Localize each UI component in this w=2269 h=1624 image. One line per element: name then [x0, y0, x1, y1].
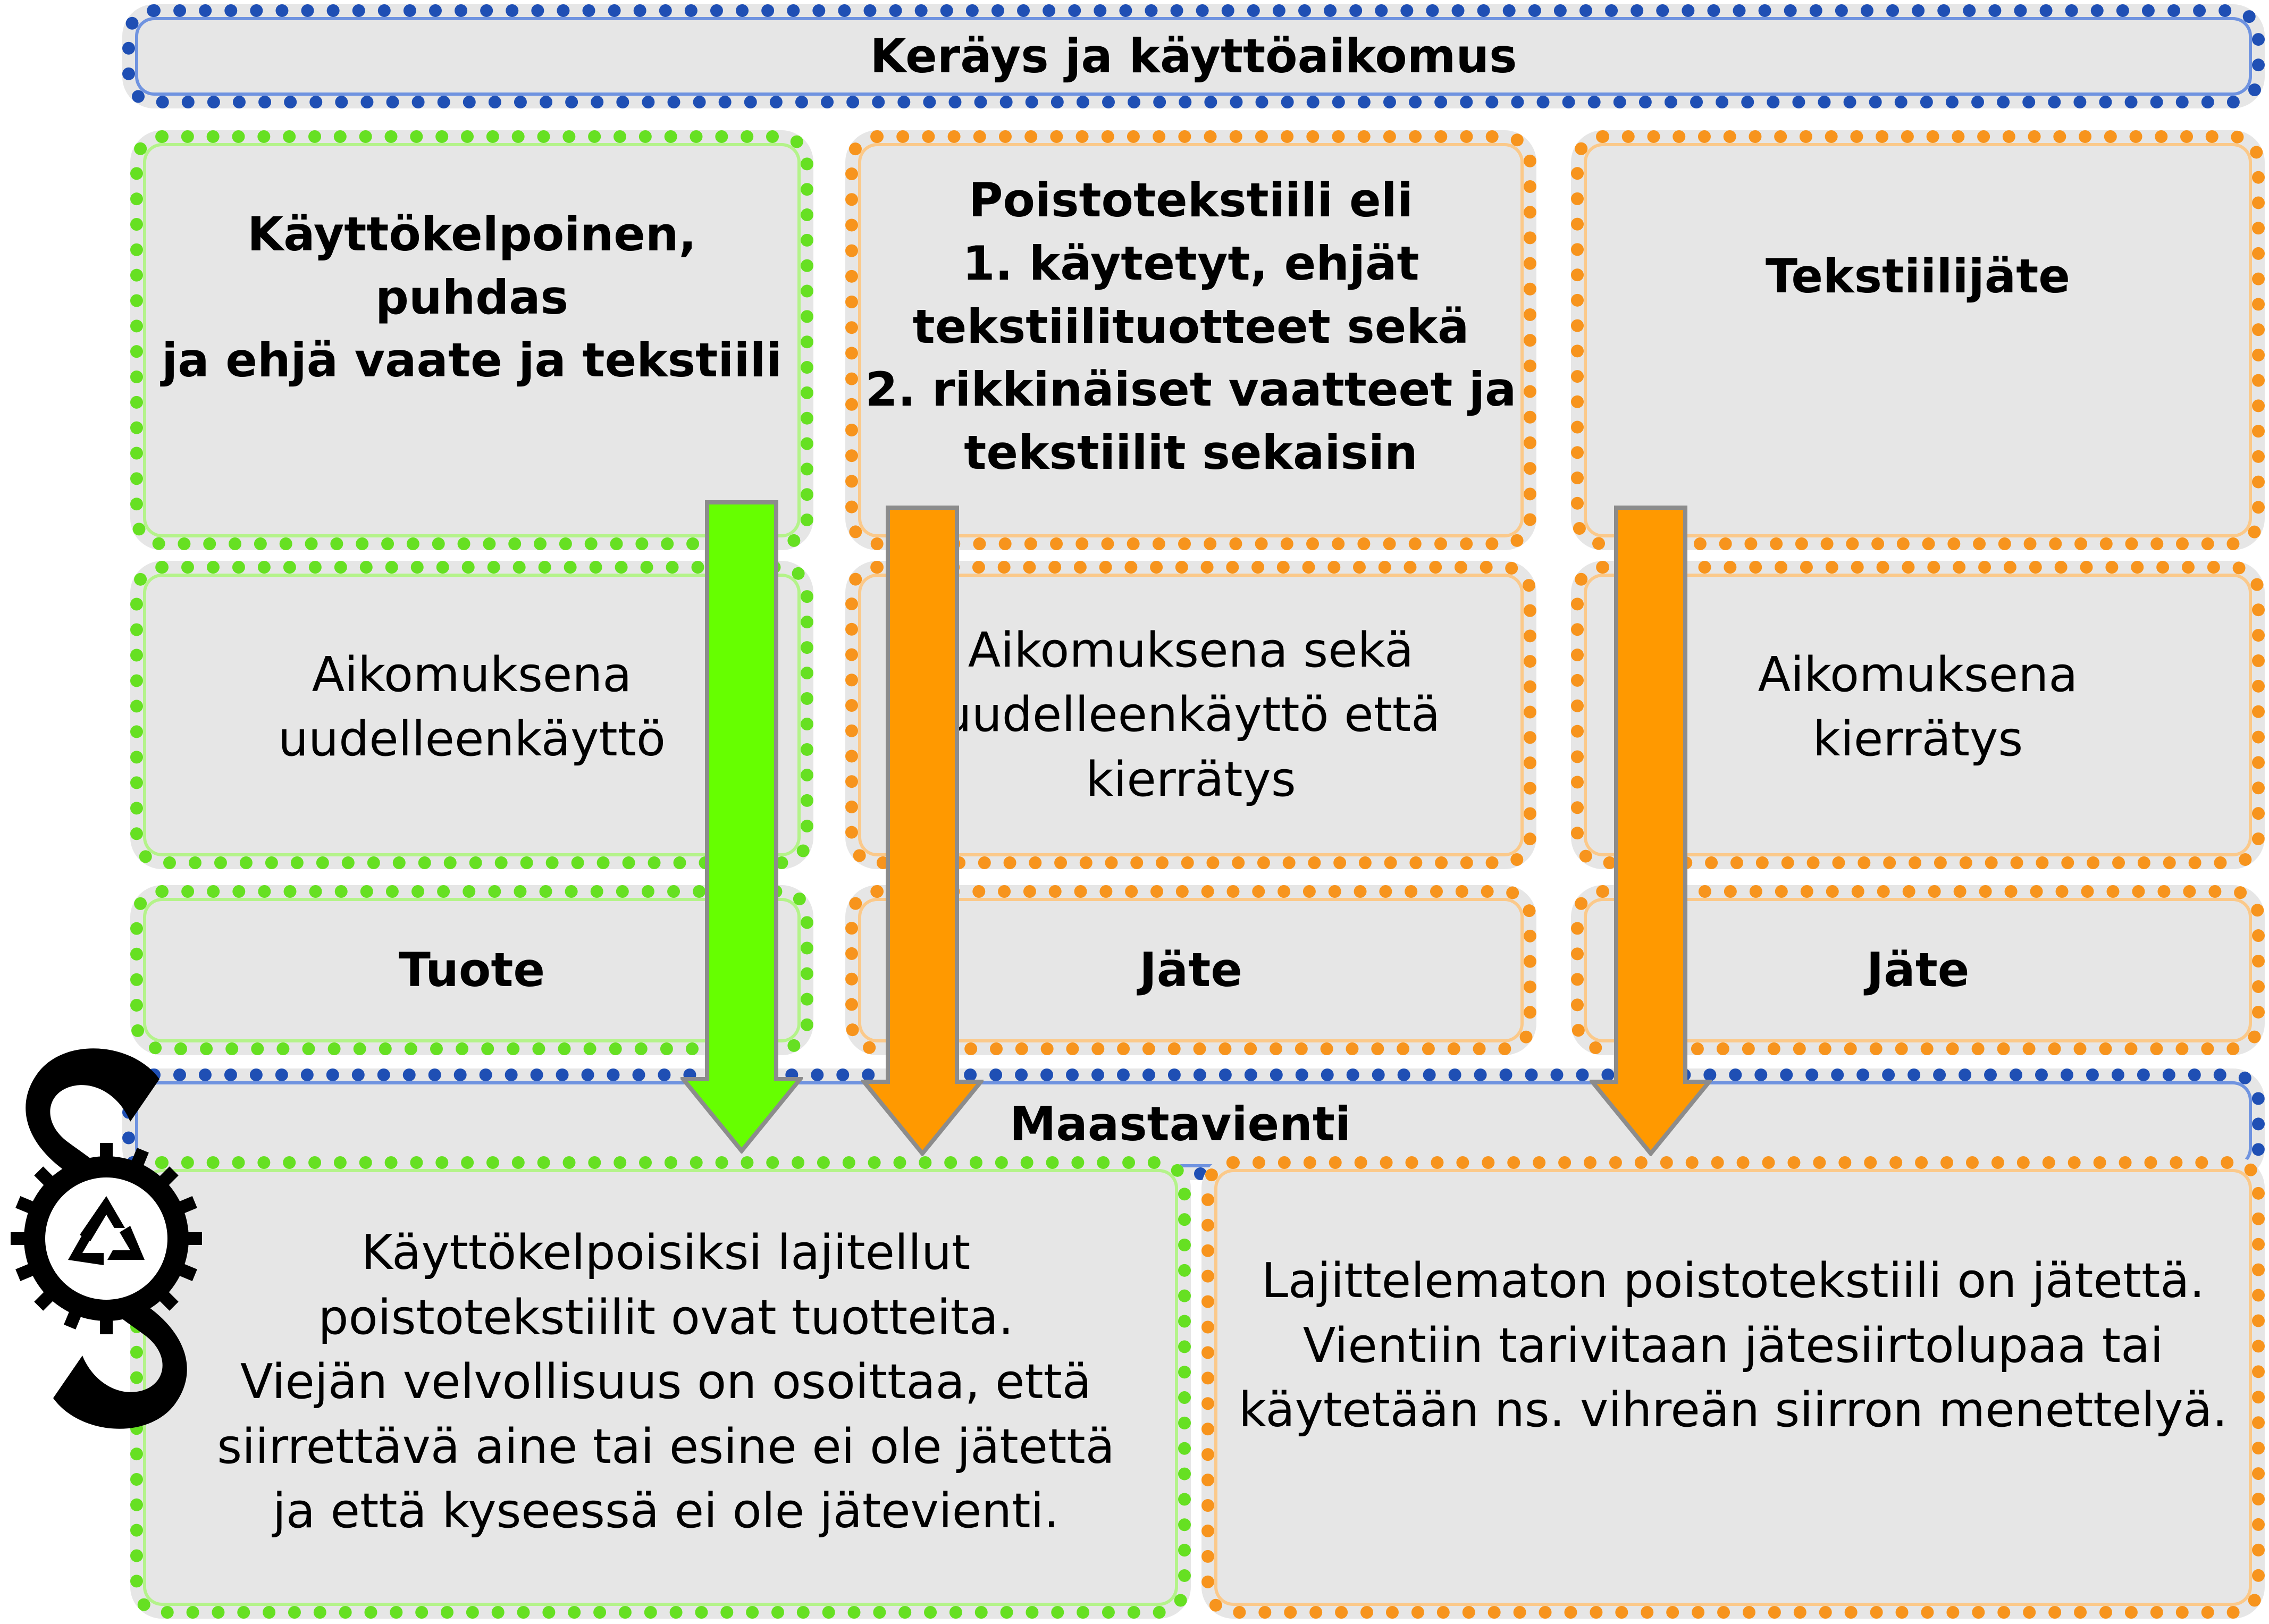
category-box-waste: Tekstiilijäte — [1571, 130, 2265, 550]
status-box-discarded: Jäte — [845, 885, 1536, 1055]
category-box-discarded: Poistotekstiili eli 1. käytetyt, ehjät t… — [845, 130, 1536, 550]
arrow-down-green — [680, 500, 803, 1154]
export-waste-box: Lajittelematon poistotekstiili on jätett… — [1201, 1156, 2265, 1619]
intent-text-discarded: Aikomuksena sekä uudelleenkäyttö että ki… — [941, 622, 1441, 807]
section-recycle-gear-icon — [11, 1048, 202, 1429]
intent-text-waste: Aikomuksena kierrätys — [1758, 646, 2078, 768]
category-text-waste: Tekstiilijäte — [1766, 248, 2070, 304]
status-text-discarded: Jäte — [1139, 942, 1242, 997]
arrow-down-orange-right — [1590, 506, 1712, 1156]
category-box-reusable: Käyttökelpoinen, puhdas ja ehjä vaate ja… — [130, 130, 813, 550]
export-waste-text: Lajittelematon poistotekstiili on jätett… — [1239, 1253, 2228, 1438]
intent-text-reusable: Aikomuksena uudelleenkäyttö — [278, 646, 666, 768]
arrow-down-orange-middle — [861, 506, 984, 1156]
export-product-text: Käyttökelpoisiksi lajitellut poistotekst… — [217, 1225, 1115, 1539]
header-box: Keräys ja käyttöaikomus — [122, 4, 2265, 108]
category-text-reusable: Käyttökelpoinen, puhdas ja ehjä vaate ja… — [162, 206, 782, 388]
status-text-reusable: Tuote — [398, 942, 545, 997]
export-title: Maastavienti — [1009, 1096, 1351, 1151]
category-text-discarded: Poistotekstiili eli 1. käytetyt, ehjät t… — [865, 173, 1517, 481]
header-title: Keräys ja käyttöaikomus — [870, 28, 1517, 83]
status-box-reusable: Tuote — [130, 885, 813, 1055]
intent-box-reusable: Aikomuksena uudelleenkäyttö — [130, 561, 813, 869]
status-text-waste: Jäte — [1866, 942, 1970, 997]
export-product-box: Käyttökelpoisiksi lajitellut poistotekst… — [130, 1156, 1191, 1619]
intent-box-discarded: Aikomuksena sekä uudelleenkäyttö että ki… — [845, 561, 1536, 869]
